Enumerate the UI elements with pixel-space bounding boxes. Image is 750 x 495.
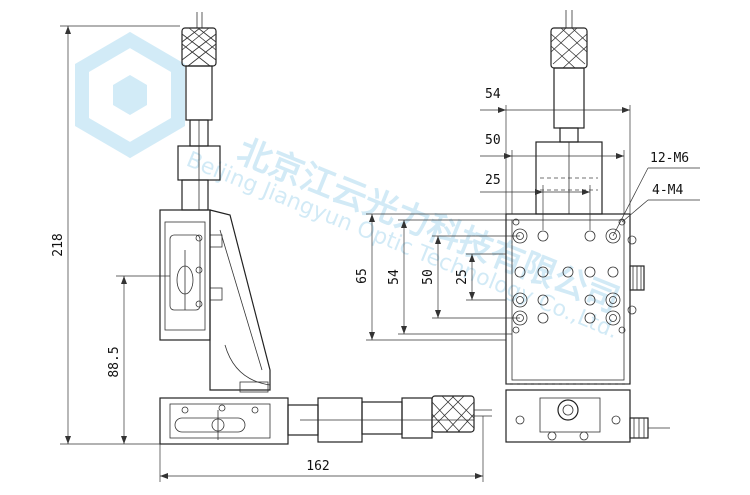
callout-4-m4: 4-M4	[652, 183, 683, 198]
dim-25-top: 25	[485, 173, 501, 188]
dim-25-side: 25	[455, 269, 470, 285]
callout-12-m6: 12-M6	[650, 151, 689, 166]
side-view: 218 88.5 162	[51, 12, 492, 482]
watermark-en: Beijing Jiangyun Optic Technology Co.,Lt…	[183, 147, 622, 344]
vertical-micrometer	[177, 12, 221, 211]
dim-54-top: 54	[485, 87, 501, 102]
dim-50-side: 50	[421, 269, 436, 285]
dim-218: 218	[51, 233, 66, 256]
dim-162: 162	[306, 459, 329, 474]
mounting-holes	[512, 218, 637, 334]
horizontal-micrometer	[287, 395, 492, 443]
dim-65: 65	[355, 268, 370, 284]
front-micrometer	[535, 10, 603, 215]
dim-54-side: 54	[387, 269, 402, 285]
dim-88-5: 88.5	[107, 346, 122, 377]
front-view: 54 50 25 65 54 50	[355, 10, 700, 443]
watermark-cn: 北京江云光力科技有限公司	[232, 131, 625, 321]
watermark-logo-icon	[75, 31, 185, 159]
dim-50-top: 50	[485, 133, 501, 148]
